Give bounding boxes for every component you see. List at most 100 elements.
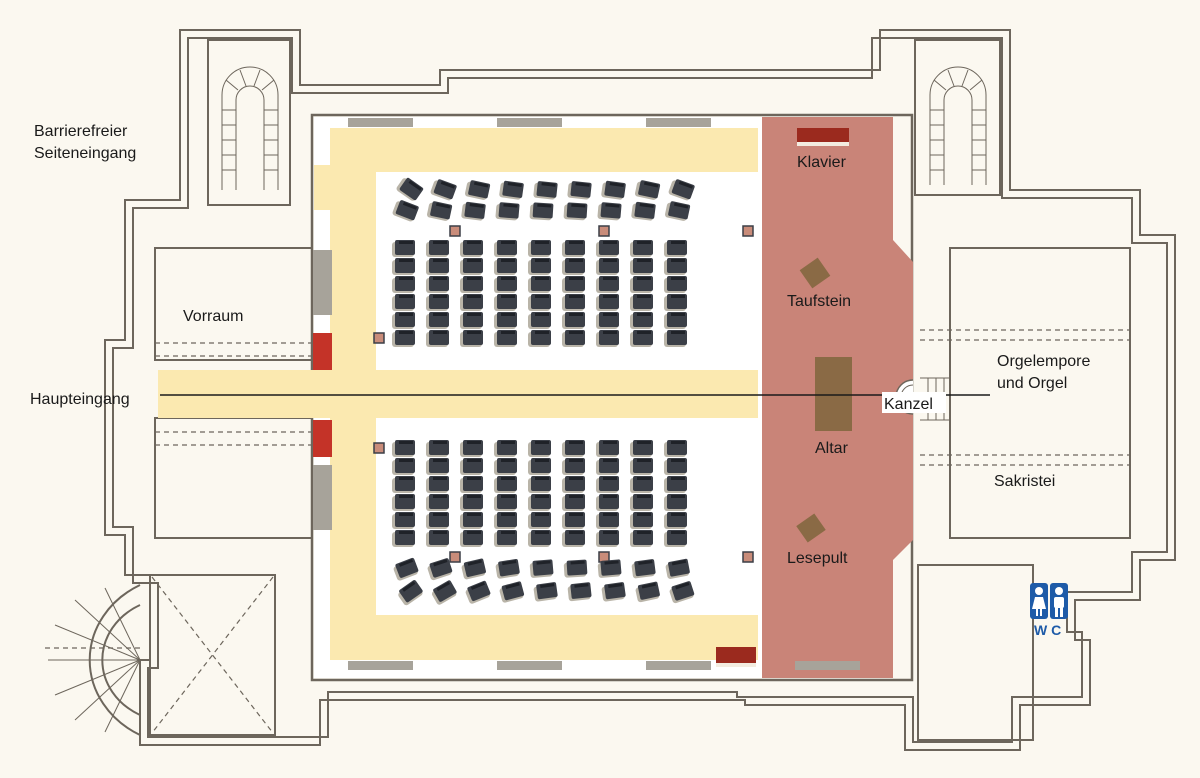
lectern-stand[interactable] [796, 513, 826, 543]
chair [392, 440, 415, 457]
chair [528, 458, 551, 475]
chair [392, 530, 415, 547]
chair [529, 559, 554, 578]
chair [392, 258, 415, 275]
chair [562, 240, 585, 257]
chair [596, 476, 619, 493]
chair [668, 179, 695, 201]
chair [664, 240, 687, 257]
chair [664, 494, 687, 511]
chair [460, 530, 483, 547]
chair [392, 200, 419, 222]
restroom-sign[interactable]: W C [1030, 583, 1068, 638]
chair [464, 180, 491, 200]
chair [562, 494, 585, 511]
chair [563, 202, 588, 221]
chair [392, 276, 415, 293]
chair [601, 582, 626, 602]
chair [426, 201, 453, 221]
chair [460, 440, 483, 457]
chair [562, 530, 585, 547]
chair [528, 312, 551, 329]
piano-icon[interactable] [716, 647, 756, 667]
chair [596, 294, 619, 311]
chair [562, 512, 585, 529]
label-main-entrance: Haupteingang [30, 391, 130, 408]
chair [630, 512, 653, 529]
baptismal-font[interactable] [799, 257, 831, 289]
label-side-entrance-line1: Barrierefreier [34, 123, 128, 140]
chair [664, 276, 687, 293]
chair [426, 258, 449, 275]
label-organ-line2: und Orgel [997, 375, 1067, 392]
windows [313, 118, 860, 670]
piano-icon[interactable] [797, 128, 849, 146]
chair [392, 312, 415, 329]
chair [631, 559, 656, 579]
chair [430, 179, 457, 201]
chair [392, 240, 415, 257]
chair [494, 512, 517, 529]
chair [664, 330, 687, 347]
chair [528, 330, 551, 347]
label-piano: Klavier [797, 154, 847, 171]
altar-table[interactable] [815, 357, 852, 431]
chair [398, 580, 423, 606]
chair [630, 494, 653, 511]
chair [665, 558, 690, 579]
chair [528, 240, 551, 257]
chair [596, 276, 619, 293]
chair [533, 181, 558, 200]
chair [596, 512, 619, 529]
chair [601, 180, 626, 200]
chair [393, 557, 419, 581]
chair [664, 201, 691, 221]
chair [528, 512, 551, 529]
chair [461, 558, 486, 580]
chair [460, 276, 483, 293]
chair [499, 581, 525, 603]
stairs-right-tower [929, 66, 987, 185]
stairs-left-tower [221, 66, 279, 190]
label-sacristy: Sakristei [994, 473, 1055, 490]
chair [630, 530, 653, 547]
chair [630, 240, 653, 257]
chair [630, 294, 653, 311]
chair [562, 294, 585, 311]
chair [494, 240, 517, 257]
chair [596, 330, 619, 347]
chair [494, 276, 517, 293]
chair [630, 312, 653, 329]
label-vestibule: Vorraum [183, 308, 243, 325]
entrance-doors[interactable] [313, 333, 332, 457]
chair [630, 276, 653, 293]
chair [528, 440, 551, 457]
label-altar: Altar [815, 440, 849, 457]
chair [528, 476, 551, 493]
chair [528, 258, 551, 275]
chair [562, 458, 585, 475]
chair [562, 440, 585, 457]
chair [528, 530, 551, 547]
chair [563, 559, 588, 578]
chair [597, 202, 622, 221]
chair [427, 558, 453, 581]
chair [494, 530, 517, 547]
chair [426, 276, 449, 293]
chair [664, 312, 687, 329]
label-pulpit: Kanzel [884, 396, 933, 413]
chair [460, 476, 483, 493]
chair [426, 312, 449, 329]
label-baptismal-font: Taufstein [787, 293, 851, 310]
chair [396, 177, 424, 201]
chair [426, 440, 449, 457]
chair [460, 312, 483, 329]
chair [664, 476, 687, 493]
chair [664, 458, 687, 475]
chair [630, 258, 653, 275]
chair [426, 476, 449, 493]
aisles [158, 128, 758, 660]
chair [635, 581, 660, 603]
chair [562, 276, 585, 293]
